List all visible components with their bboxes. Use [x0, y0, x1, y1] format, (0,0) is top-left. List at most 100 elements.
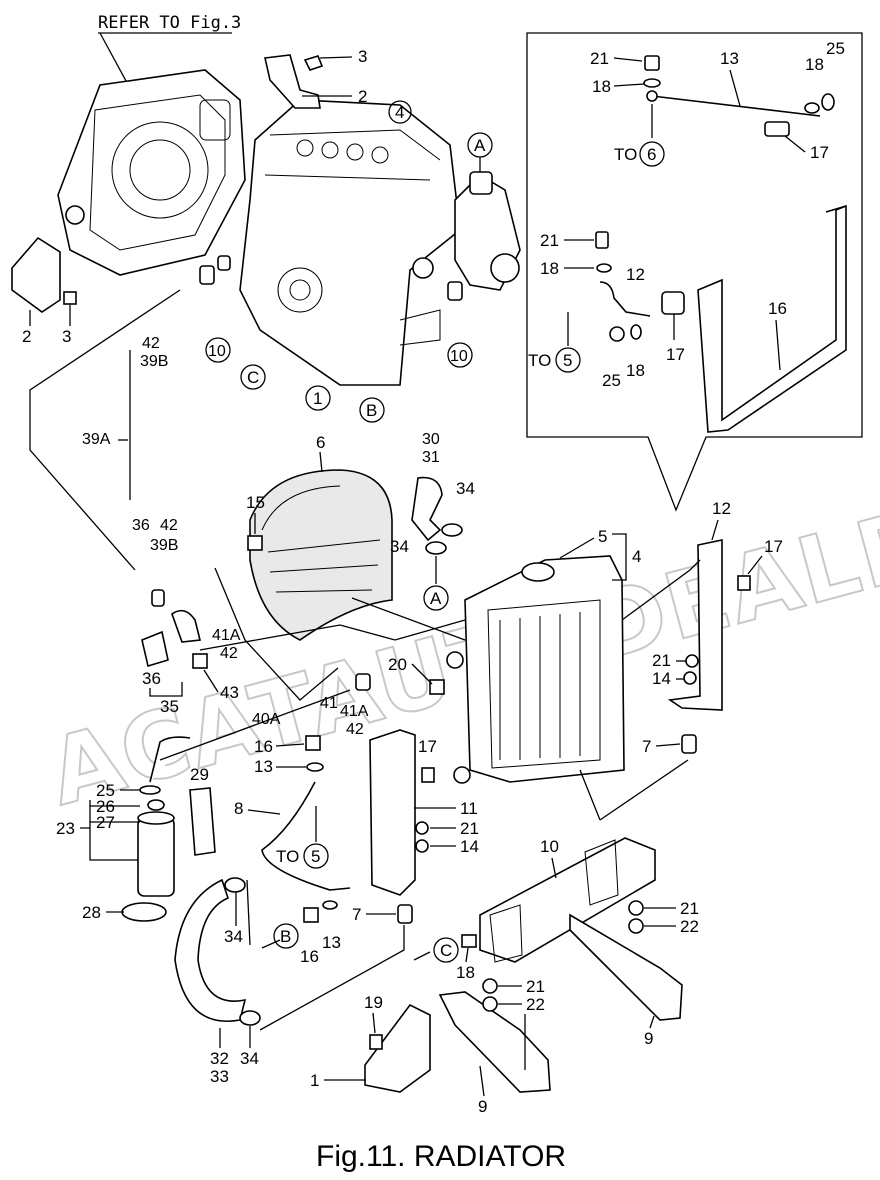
to-label-5-main: TO	[276, 847, 299, 866]
callout-7-right: 7	[642, 737, 651, 756]
figure-caption: Fig.11. RADIATOR	[316, 1140, 566, 1173]
callout-17-right: 17	[764, 537, 783, 556]
bolt-17-right	[737, 575, 751, 591]
ref-A-engine: A	[474, 136, 486, 155]
reservoir-tank	[137, 785, 175, 897]
callout-8: 8	[234, 799, 243, 818]
callout-17-inset-top: 17	[810, 143, 829, 162]
callout-39B-mid: 39B	[150, 537, 178, 554]
crossmember-10	[479, 837, 656, 963]
callout-42-upper: 42	[142, 335, 160, 352]
callout-43: 43	[220, 683, 239, 702]
callout-13-b: 13	[322, 933, 341, 952]
callout-13-inset: 13	[720, 49, 739, 68]
callout-18-inset-mid: 18	[540, 259, 559, 278]
ref-B-hose: B	[280, 927, 291, 946]
callout-34-left: 34	[390, 537, 409, 556]
washer-22-b	[482, 996, 498, 1012]
band-28	[121, 902, 167, 922]
callout-12-bracket: 12	[712, 499, 731, 518]
refer-to-fig3-label: REFER TO Fig.3	[98, 13, 241, 33]
callout-21-right: 21	[652, 651, 671, 670]
callout-11: 11	[460, 799, 478, 818]
callout-16-a: 16	[254, 737, 273, 756]
callout-41A-left: 41A	[212, 627, 241, 644]
callout-22-center-low: 22	[526, 995, 545, 1014]
callout-3-left: 3	[62, 327, 71, 346]
callout-35: 35	[160, 697, 179, 716]
callout-9-left: 9	[478, 1097, 487, 1116]
callout-32: 32	[210, 1049, 229, 1068]
overflow-tube	[149, 736, 191, 783]
nut-21-mid	[415, 821, 429, 835]
fitting-10-left	[199, 265, 215, 285]
flywheel-housing	[57, 69, 246, 276]
callout-14-right: 14	[652, 669, 671, 688]
callout-30: 30	[422, 431, 440, 448]
callout-13-a: 13	[254, 757, 273, 776]
callout-36-upper: 36	[132, 517, 150, 534]
callout-25-tank: 25	[96, 781, 115, 800]
bolt-16-b	[303, 907, 319, 923]
clamp-34-c	[224, 877, 246, 893]
ref-C-crossmember: C	[440, 941, 452, 960]
callout-20: 20	[388, 655, 407, 674]
fitting-42-a	[151, 589, 165, 607]
to-label-6: TO	[614, 145, 637, 164]
washer-22-a	[628, 918, 644, 934]
nut-21-right	[685, 654, 699, 668]
support-9-right	[569, 913, 683, 1021]
bracket-1	[364, 1003, 431, 1093]
washer-13-b	[322, 900, 338, 910]
callout-21-inset-mid: 21	[540, 231, 559, 250]
callout-33: 33	[210, 1067, 229, 1086]
mount-7-right	[681, 734, 697, 754]
washer-13-a	[306, 762, 324, 772]
engine-bracket-left	[11, 236, 61, 313]
ref-C-engine: C	[247, 368, 259, 387]
callout-2-top: 2	[358, 87, 367, 106]
bolt-3-left	[63, 291, 77, 305]
ref-5-main: 5	[311, 847, 320, 866]
fitting-10-left-top	[217, 255, 231, 271]
callout-28: 28	[82, 903, 101, 922]
callout-2-left: 2	[22, 327, 31, 346]
callout-3-top: 3	[358, 47, 367, 66]
clamp-34-b	[425, 541, 447, 555]
callout-18-crossmember: 18	[456, 963, 475, 982]
callout-4-radiator: 4	[632, 547, 641, 566]
callout-31: 31	[422, 449, 440, 466]
callout-41: 41	[320, 695, 338, 712]
fitting-10-right	[447, 281, 463, 301]
callout-12-inset: 12	[626, 265, 645, 284]
washer-14-mid	[415, 839, 429, 853]
callout-16-inset: 16	[768, 299, 787, 318]
callout-21-inset-top: 21	[590, 49, 609, 68]
bolt-15	[247, 535, 263, 551]
bolt-18	[461, 934, 477, 948]
plate-29	[189, 787, 216, 856]
ref-B-engine: B	[366, 401, 377, 420]
overflow-pipe-8	[261, 781, 351, 891]
callout-25-inset: 25	[826, 39, 845, 58]
callout-42-mid: 42	[160, 517, 178, 534]
callout-18-inset-top: 18	[592, 77, 611, 96]
ref-6-inset: 6	[647, 145, 656, 164]
callout-39A: 39A	[82, 431, 111, 448]
callout-22-right-low: 22	[680, 917, 699, 936]
callout-39B-upper: 39B	[140, 353, 168, 370]
callout-42-right: 42	[346, 721, 364, 738]
nut-21-a	[628, 900, 644, 916]
callout-18-inset-low: 18	[626, 361, 645, 380]
nut-21-b	[482, 978, 498, 994]
bolt-19	[369, 1034, 383, 1050]
callout-10-left: 10	[208, 343, 226, 360]
bolt-3-top	[303, 55, 324, 71]
lower-hose	[174, 878, 247, 1022]
callout-17-mid: 17	[418, 737, 437, 756]
fan-shroud	[249, 469, 393, 641]
upper-hose	[411, 476, 443, 542]
callout-6: 6	[316, 433, 325, 452]
callout-19: 19	[364, 993, 383, 1012]
